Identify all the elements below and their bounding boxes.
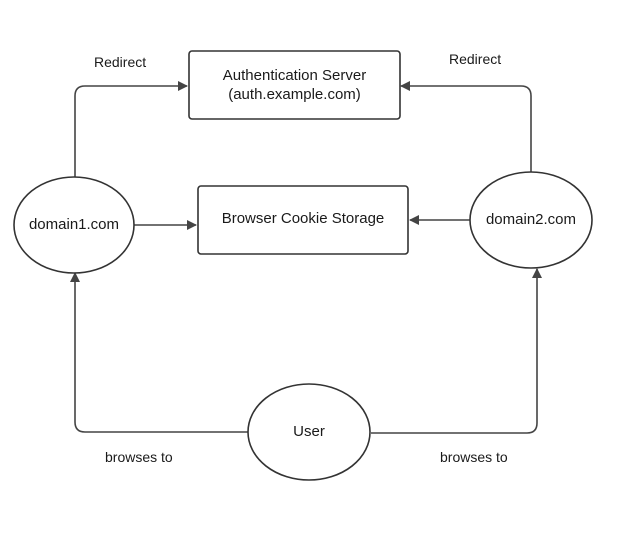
auth-server-title: Authentication Server [223,67,366,84]
cookie-storage-box [197,185,409,255]
user-label: User [293,423,325,440]
domain1-label: domain1.com [29,216,119,233]
node-auth-server: Authentication Server (auth.example.com) [188,50,401,120]
edge-domain1-to-auth-server [74,81,188,178]
domain1-ellipse [13,176,135,274]
node-cookie-storage: Browser Cookie Storage [197,185,409,255]
domain2-label: domain2.com [486,211,576,228]
edge-label-redirect-right: Redirect [449,51,501,67]
auth-server-host: (auth.example.com) [228,86,361,103]
node-domain2: domain2.com [469,171,593,269]
edge-label-browses-to-left: browses to [105,449,173,465]
node-user: User [247,383,371,481]
edge-labels: Redirect Redirect browses to browses to [94,51,508,465]
edge-label-browses-to-right: browses to [440,449,508,465]
edge-user-to-domain2 [371,268,542,434]
cookie-storage-label: Browser Cookie Storage [222,210,385,227]
edge-domain2-to-auth-server [400,81,532,172]
node-domain1: domain1.com [13,176,135,274]
domain2-ellipse [469,171,593,269]
auth-server-box [188,50,401,120]
edge-user-to-domain1 [70,272,249,433]
edges [70,81,542,434]
edge-label-redirect-left: Redirect [94,54,146,70]
user-ellipse [247,383,371,481]
